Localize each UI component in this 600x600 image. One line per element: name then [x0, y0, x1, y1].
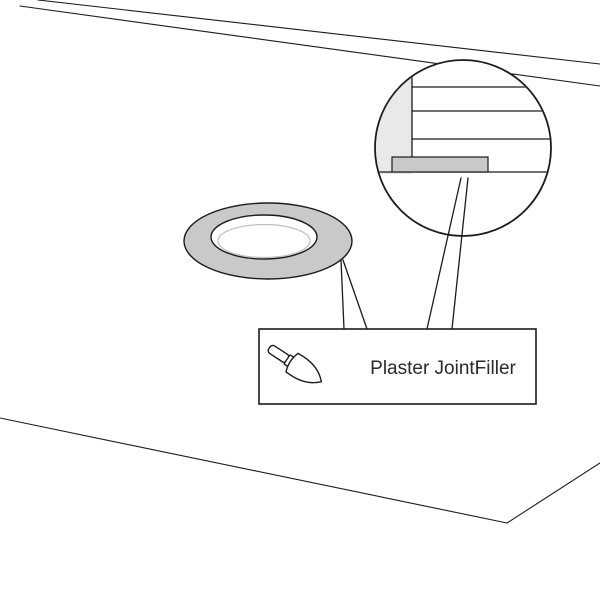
leader-line-ring-left	[340, 259, 345, 330]
ceiling-edge-line-upper	[37, 0, 600, 65]
joint-detail-magnifier	[374, 59, 552, 237]
joint-filler-strip	[391, 156, 489, 173]
ring-inner-lip	[217, 223, 311, 259]
ring-hole	[210, 214, 318, 260]
trowel-icon	[267, 344, 323, 384]
magnifier-background	[375, 60, 551, 236]
trowel-blade	[285, 352, 323, 384]
floor-edge-line	[0, 417, 508, 524]
label-text: Plaster JointFiller	[370, 358, 516, 379]
downlight-trim-ring	[183, 202, 353, 280]
ceiling-edge-line-lower	[19, 5, 600, 87]
magnifier-outline	[374, 59, 552, 237]
joint-cross-section	[376, 61, 550, 174]
floor-corner-line	[506, 462, 600, 524]
leader-line-detail-left	[426, 177, 462, 330]
leader-line-ring-right	[342, 259, 368, 330]
leader-line-detail-right	[451, 177, 469, 330]
